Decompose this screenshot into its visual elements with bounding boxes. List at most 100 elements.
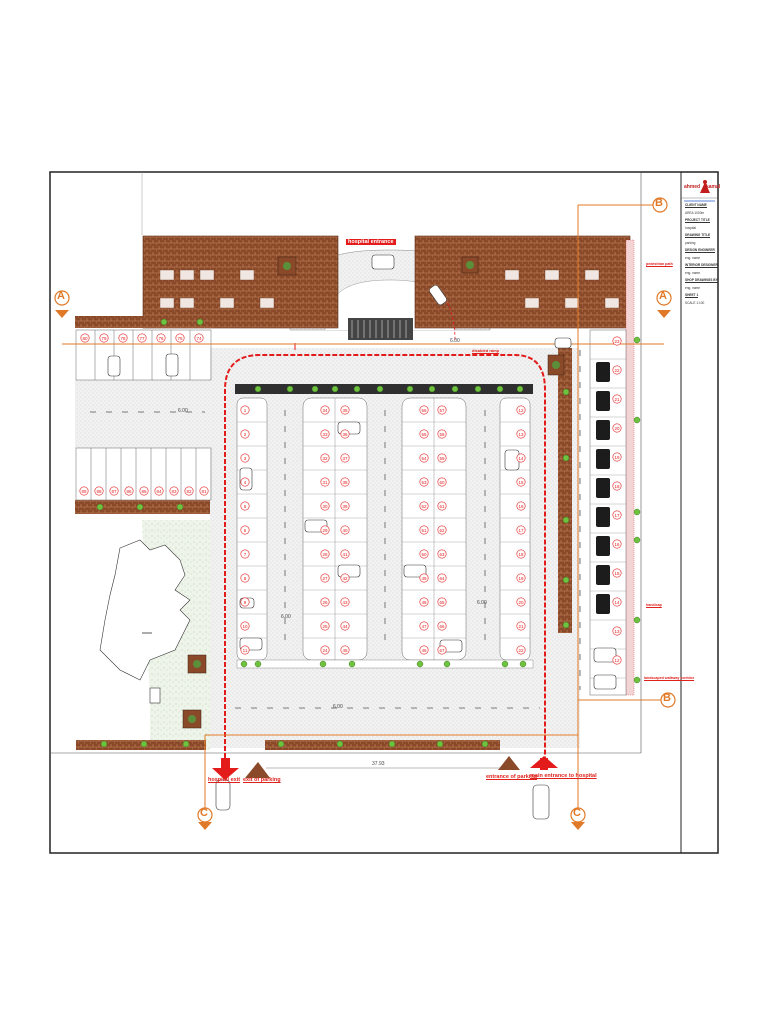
label-exit-of-parking: exit of parking [243, 777, 281, 783]
dimension-aisle-left: 6.00 [281, 614, 291, 620]
svg-text:16: 16 [518, 504, 524, 509]
stall-lines [75, 329, 212, 501]
svg-text:11: 11 [243, 648, 248, 653]
svg-text:29: 29 [322, 528, 328, 533]
shrub [353, 385, 361, 393]
shrub [501, 660, 509, 668]
svg-text:48: 48 [421, 600, 427, 605]
dimension-overall: 37.93 [372, 761, 385, 767]
shrub [474, 385, 482, 393]
svg-text:17: 17 [518, 528, 524, 533]
svg-text:8: 8 [244, 576, 247, 581]
svg-text:59: 59 [439, 456, 445, 461]
section-mark-b-top: B [655, 197, 663, 209]
svg-text:27: 27 [322, 576, 328, 581]
svg-text:47: 47 [421, 624, 427, 629]
svg-text:13: 13 [518, 432, 524, 437]
svg-text:85: 85 [141, 489, 147, 494]
stall-number: 56 [419, 405, 429, 415]
stall-number: 22 [612, 365, 622, 375]
stall-number: 67 [437, 645, 447, 655]
stall-number: 78 [118, 333, 128, 343]
stall-number: 30 [320, 501, 330, 511]
stall-number: 12 [612, 655, 622, 665]
shrub [481, 740, 489, 748]
stall-number: 3 [240, 453, 250, 463]
svg-text:62: 62 [439, 528, 445, 533]
shrub [496, 385, 504, 393]
label-pedestrian: pedestrian path [646, 262, 673, 266]
svg-text:16: 16 [614, 542, 620, 547]
svg-text:82: 82 [186, 489, 192, 494]
stall-number: 37 [340, 453, 350, 463]
stall-number: 42 [340, 573, 350, 583]
svg-text:28: 28 [322, 552, 328, 557]
title-block-row: INTERIOR DESIGNER [685, 263, 718, 268]
svg-text:51: 51 [421, 528, 427, 533]
stall-number: 79 [99, 333, 109, 343]
brick-block-right [414, 235, 631, 329]
stall-number: 89 [79, 486, 89, 496]
title-block-row: eng. name [685, 285, 701, 290]
svg-text:5: 5 [244, 504, 247, 509]
svg-text:12: 12 [614, 658, 620, 663]
stall-number: 15 [516, 477, 526, 487]
title-block-row: DRAWING TITLE [685, 233, 711, 238]
stall-number: 24 [320, 645, 330, 655]
label-landscaped-corridor: landscaped walkway corridor [644, 676, 695, 680]
stall-number: 49 [419, 573, 429, 583]
stall-number: 66 [437, 621, 447, 631]
title-block-row: SHOP DRAWINGS BY [685, 278, 718, 283]
stall-number: 18 [612, 481, 622, 491]
svg-text:60: 60 [439, 480, 445, 485]
shrub [348, 660, 356, 668]
svg-text:54: 54 [421, 456, 427, 461]
svg-text:63: 63 [439, 552, 445, 557]
stall-number: 46 [419, 645, 429, 655]
svg-text:20: 20 [614, 426, 620, 431]
svg-text:14: 14 [518, 456, 524, 461]
svg-text:24: 24 [322, 648, 328, 653]
svg-text:40: 40 [342, 528, 348, 533]
stall-number: 7 [240, 549, 250, 559]
label-handicap: handicap [646, 603, 662, 607]
stall-number: 65 [437, 597, 447, 607]
label-main-entrance: main entrance to hospital [530, 773, 597, 779]
label-disabled-ramp: disabled ramp [472, 348, 500, 353]
svg-text:15: 15 [614, 571, 620, 576]
svg-text:37: 37 [342, 456, 348, 461]
dimension-lane: 6.00 [178, 408, 188, 414]
stall-number: 2 [240, 429, 250, 439]
shrub [519, 660, 527, 668]
stall-number: 33 [320, 429, 330, 439]
stall-number: 27 [320, 573, 330, 583]
stall-number: 20 [612, 423, 622, 433]
stall-number: 14 [516, 453, 526, 463]
accessible-parking-car [596, 594, 610, 614]
stall-number: 45 [340, 645, 350, 655]
svg-text:19: 19 [518, 576, 524, 581]
svg-text:52: 52 [421, 504, 427, 509]
svg-text:88: 88 [96, 489, 102, 494]
stall-number: 55 [419, 429, 429, 439]
svg-text:38: 38 [342, 480, 348, 485]
stall-number: 77 [137, 333, 147, 343]
shrub [376, 385, 384, 393]
svg-text:22: 22 [614, 368, 620, 373]
shrub [336, 740, 344, 748]
logo-right: kamal [706, 184, 721, 190]
stall-number: 84 [154, 486, 164, 496]
stall-number: 20 [516, 597, 526, 607]
svg-text:9: 9 [244, 600, 247, 605]
stall-number: 8 [240, 573, 250, 583]
right-planter [558, 348, 572, 633]
stall-number: 11 [240, 645, 250, 655]
svg-text:36: 36 [342, 432, 348, 437]
shrub [451, 385, 459, 393]
stall-number: 25 [320, 621, 330, 631]
svg-text:75: 75 [177, 336, 183, 341]
stall-number: 57 [437, 405, 447, 415]
dimension-aisle-right: 6.00 [477, 600, 487, 606]
entry-arrows [212, 756, 558, 780]
